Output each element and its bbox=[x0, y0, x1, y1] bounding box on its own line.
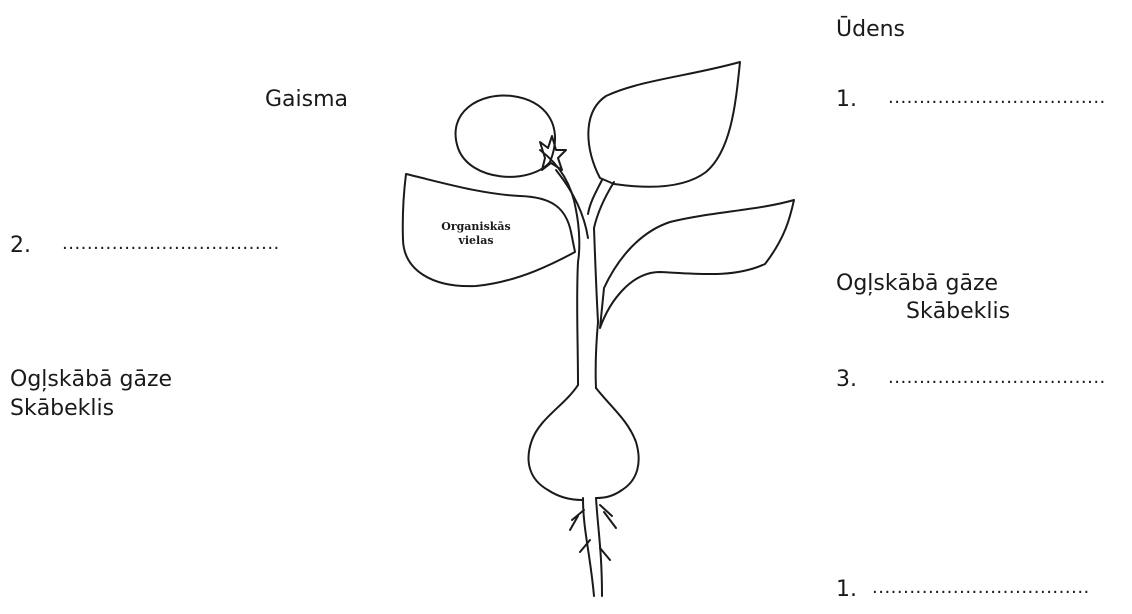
stem-left-inner bbox=[556, 170, 588, 238]
main-stem-upper-right bbox=[594, 228, 598, 322]
label-skabeklis-right: Skābeklis bbox=[906, 298, 1010, 326]
leaf-label-line1: Organiskās bbox=[441, 220, 511, 233]
main-stem-right bbox=[596, 322, 598, 388]
label-udens: Ūdens bbox=[836, 16, 905, 44]
blank-number-2: 2. bbox=[10, 232, 31, 260]
label-gaisma: Gaisma bbox=[265, 86, 348, 114]
rootlet-1 bbox=[570, 510, 584, 530]
rootlet-2 bbox=[600, 505, 616, 528]
round-leaf bbox=[456, 95, 556, 176]
label-oglskaba-gaze-left: Ogļskābā gāze bbox=[10, 366, 172, 394]
answer-blank-1-bottom[interactable]: ................................... bbox=[872, 574, 1126, 602]
leaf-label-line2: vielas bbox=[457, 234, 493, 247]
root-right bbox=[596, 498, 602, 596]
answer-blank-3[interactable]: ................................... bbox=[888, 364, 1126, 392]
root-tuber bbox=[529, 385, 639, 500]
label-oglskaba-gaze-right: Ogļskābā gāze bbox=[836, 270, 998, 298]
right-leaf bbox=[600, 200, 794, 328]
label-skabeklis-left: Skābeklis bbox=[10, 395, 114, 423]
main-stem-left bbox=[577, 262, 578, 385]
top-right-leaf bbox=[588, 62, 740, 187]
blank-number-1-top: 1. bbox=[836, 86, 857, 114]
blank-number-1-bottom: 1. bbox=[836, 576, 857, 604]
plant-illustration: Organiskās vielas bbox=[395, 55, 815, 610]
answer-blank-1-top[interactable]: ................................... bbox=[888, 84, 1126, 112]
blank-number-3: 3. bbox=[836, 366, 857, 394]
answer-blank-2[interactable]: ................................... bbox=[62, 230, 302, 258]
